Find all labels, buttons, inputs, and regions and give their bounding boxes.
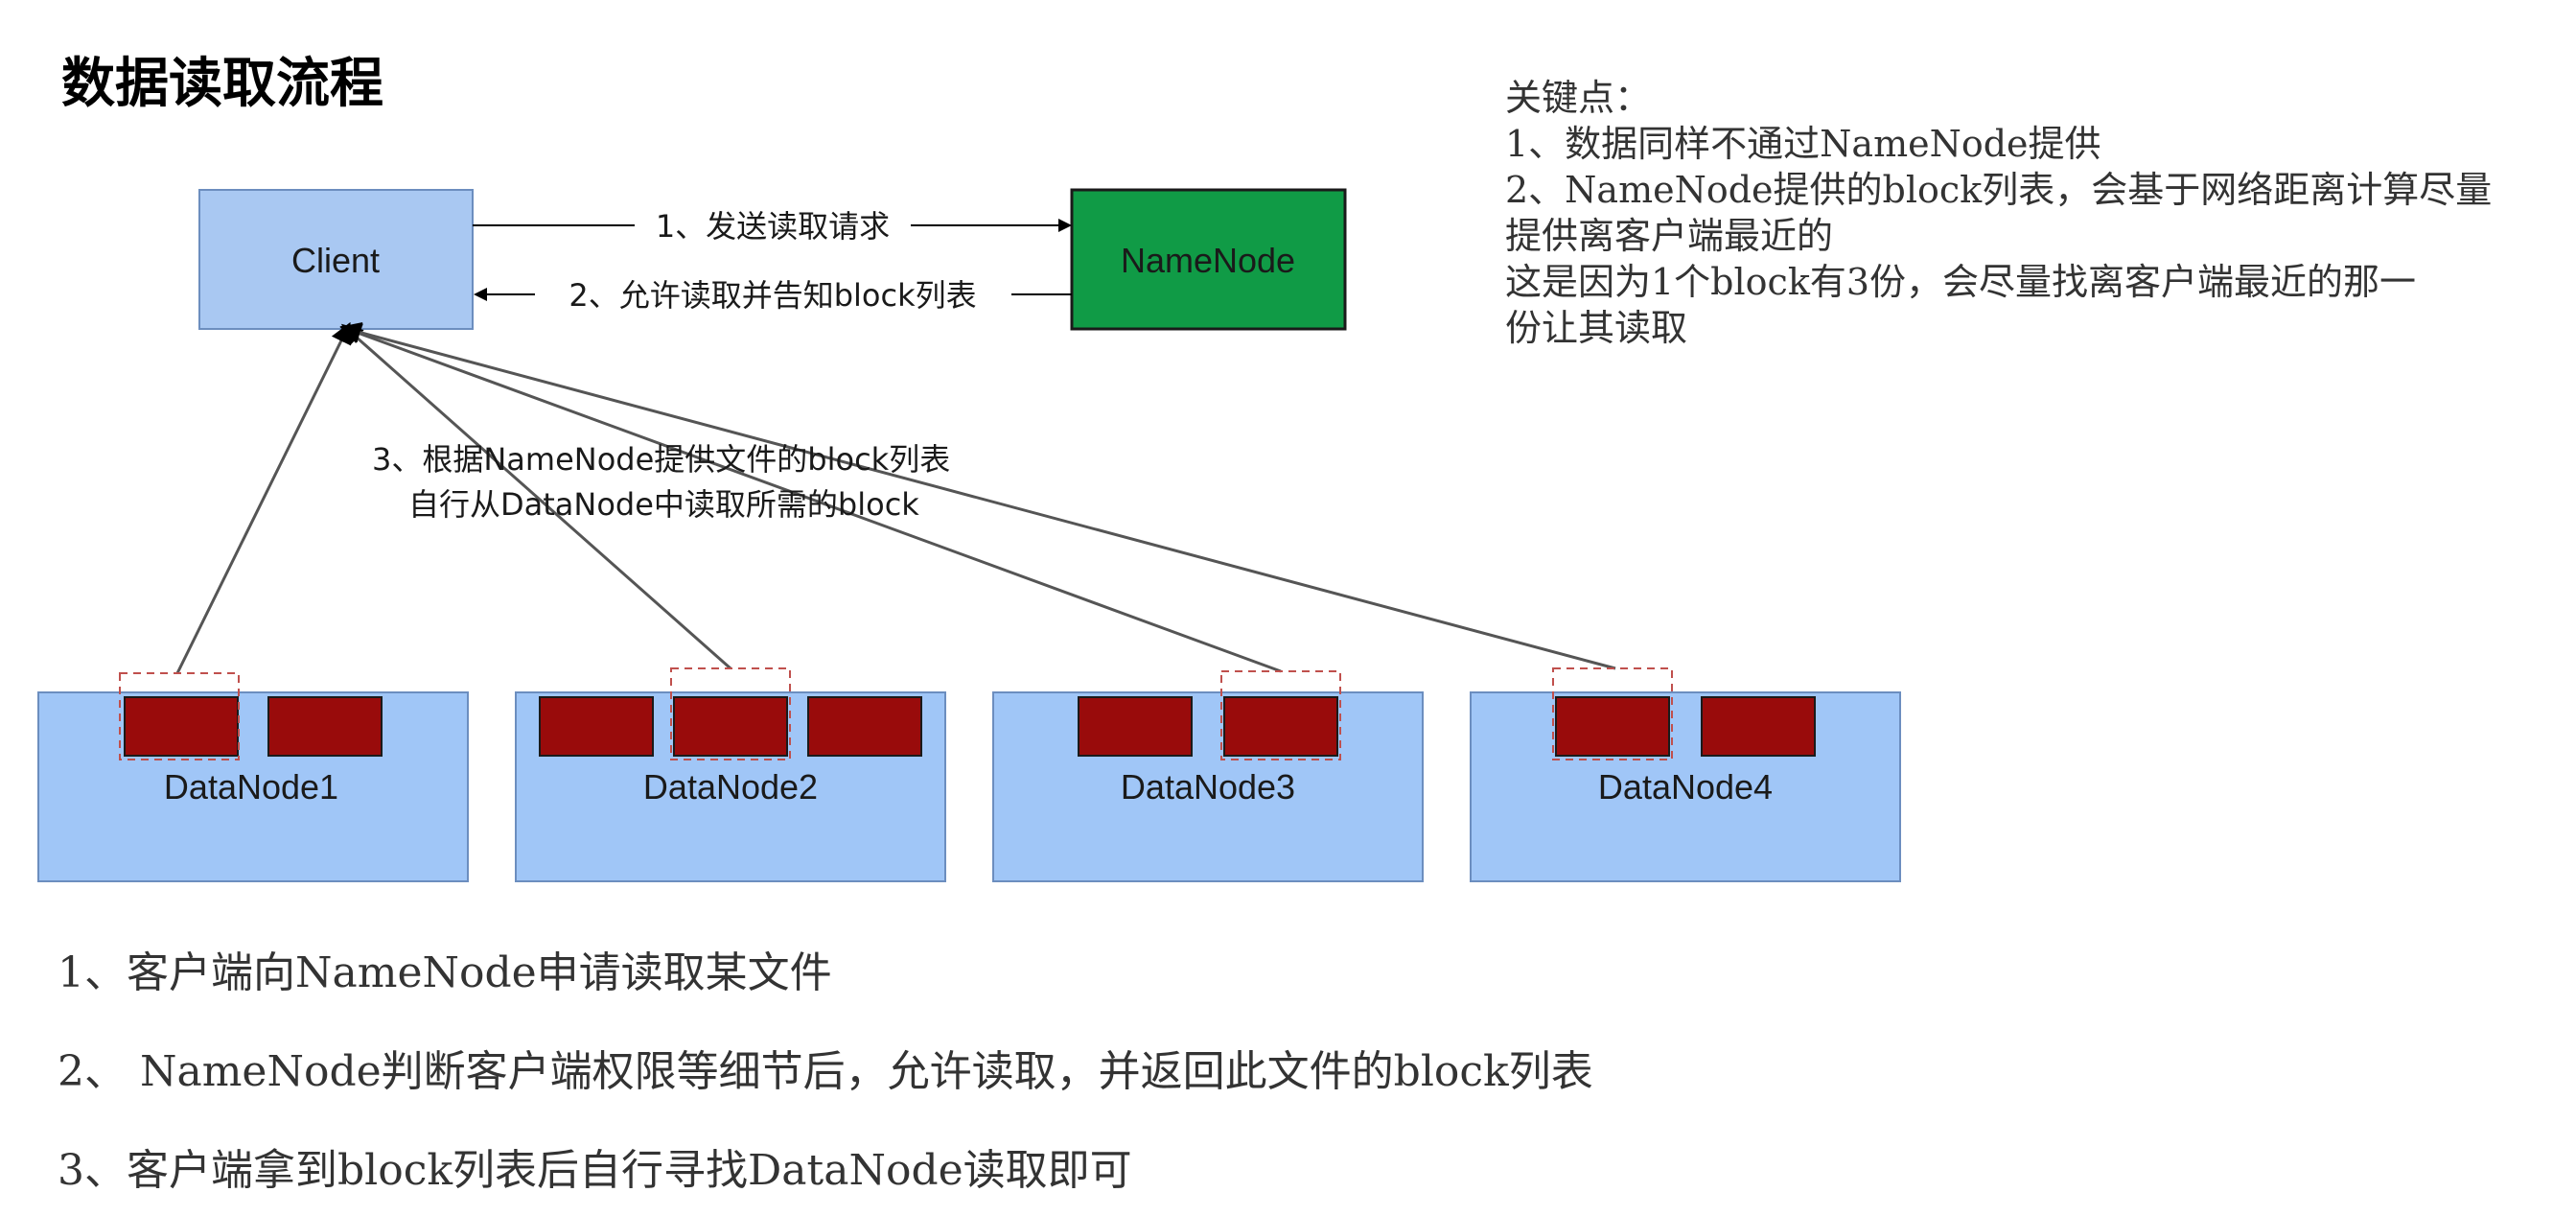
block: [1223, 696, 1338, 757]
datanode-3: DataNode3: [992, 670, 1424, 882]
block: [1555, 696, 1670, 757]
response-label: 2、允许读取并告知block列表: [569, 277, 976, 314]
selected-block-marker: [670, 667, 791, 760]
read-arrows: [175, 321, 1616, 674]
read-label-line2: 自行从DataNode中读取所需的block: [408, 486, 919, 523]
block: [673, 696, 788, 757]
page-title: 数据读取流程: [61, 53, 383, 115]
datanode-4: DataNode4: [1470, 667, 1901, 882]
datanode-4-label: DataNode4: [1598, 767, 1773, 807]
block: [124, 696, 239, 757]
step-item: 3、客户端拿到block列表后自行寻找DataNode读取即可: [58, 1146, 1132, 1195]
datanode-3-label: DataNode3: [1121, 767, 1295, 807]
step-item: 1、客户端向NameNode申请读取某文件: [58, 948, 832, 997]
block: [807, 696, 922, 757]
client-node: Client: [198, 189, 474, 330]
block: [267, 696, 383, 757]
datanode-2-label: DataNode2: [643, 767, 818, 807]
namenode-node: NameNode: [1070, 188, 1347, 331]
key-points-notes: 关键点： 1、数据同样不通过NameNode提供 2、NameNode提供的bl…: [1505, 75, 2569, 351]
notes-line: 提供离客户端最近的: [1505, 215, 1834, 257]
datanode-1-label: DataNode1: [164, 767, 338, 807]
read-label-line1: 3、根据NameNode提供文件的block列表: [372, 441, 950, 478]
request-arrow: 1、发送读取请求: [473, 208, 1072, 245]
notes-line: 这是因为1个block有3份，会尽量找离客户端最近的那一: [1505, 261, 2417, 303]
request-label: 1、发送读取请求: [656, 208, 890, 245]
selected-block-marker: [119, 672, 240, 760]
notes-line: 1、数据同样不通过NameNode提供: [1505, 123, 2101, 165]
block: [1078, 696, 1193, 757]
namenode-label: NameNode: [1121, 241, 1295, 280]
read-label: 3、根据NameNode提供文件的block列表 自行从DataNode中读取所…: [372, 441, 950, 523]
response-arrow: 2、允许读取并告知block列表: [474, 277, 1072, 314]
block: [539, 696, 654, 757]
selected-block-marker: [1220, 670, 1341, 760]
step-item: 2、 NameNode判断客户端权限等细节后，允许读取，并返回此文件的block…: [58, 1047, 1593, 1096]
notes-line: 份让其读取: [1505, 307, 1688, 349]
block: [1701, 696, 1816, 757]
selected-block-marker: [1552, 667, 1673, 760]
client-label: Client: [291, 241, 380, 280]
notes-line: 2、NameNode提供的block列表，会基于网络距离计算尽量: [1505, 169, 2493, 211]
datanode-2: DataNode2: [515, 667, 946, 882]
notes-line: 关键点：: [1505, 77, 1652, 119]
datanode-1: DataNode1: [37, 672, 469, 882]
